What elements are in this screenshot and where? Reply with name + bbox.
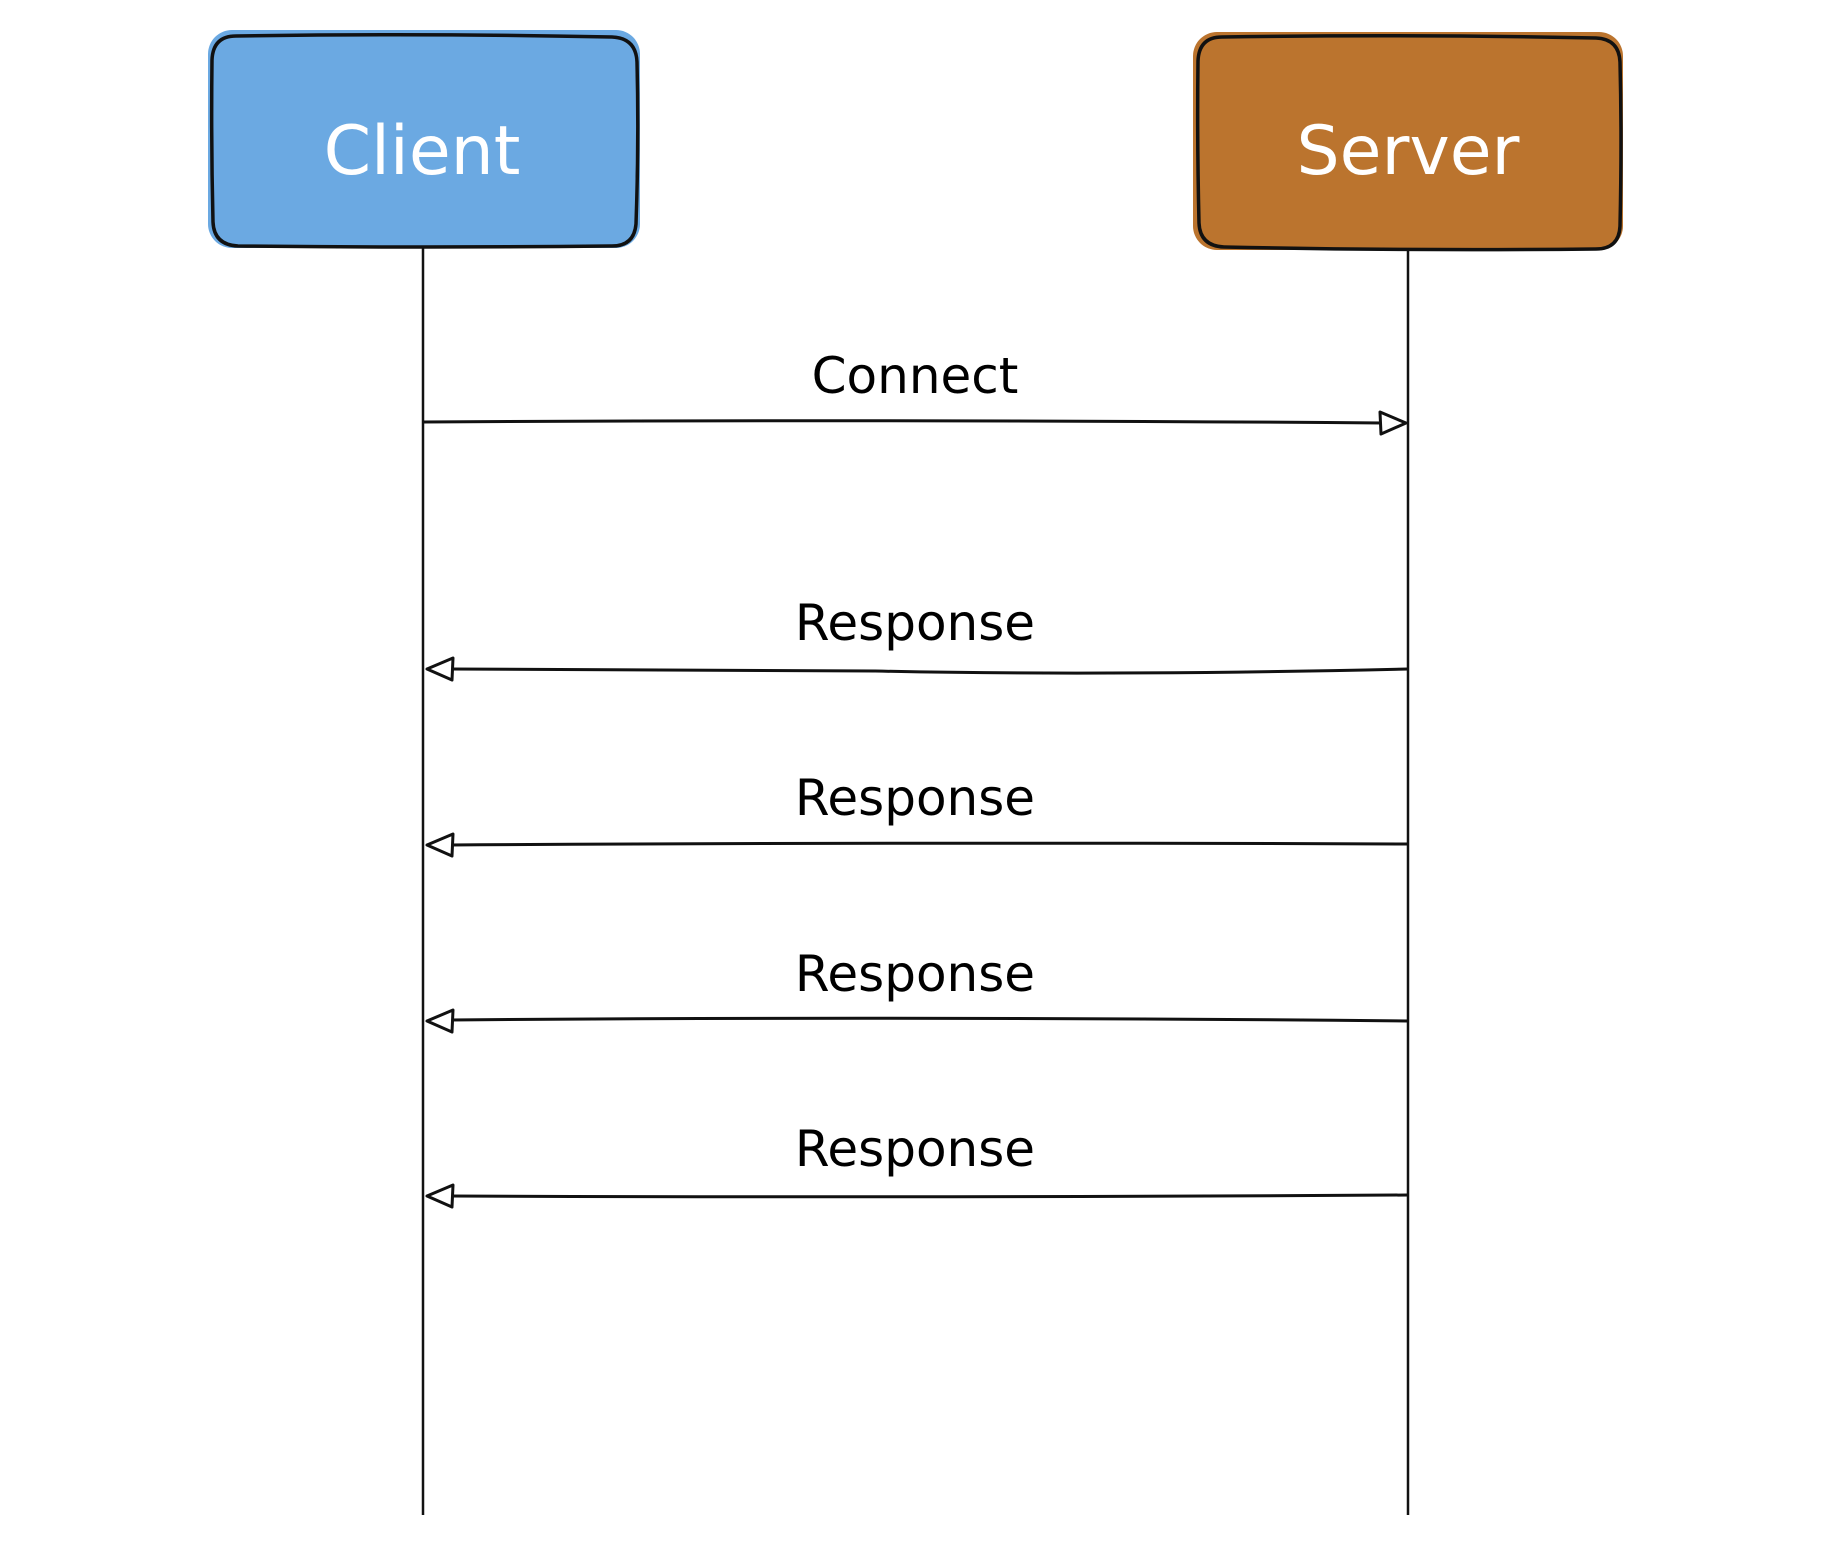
server-label: Server: [1297, 112, 1520, 191]
arrow-head-left-icon: [425, 832, 455, 858]
message-connect: Connect: [422, 347, 1408, 436]
message-response-1: Response: [425, 594, 1409, 682]
message-label: Response: [795, 594, 1035, 652]
message-label: Response: [795, 945, 1035, 1003]
message-arrow-line: [449, 1016, 1409, 1023]
message-arrow-line: [449, 667, 1409, 675]
server-box-border: [1195, 33, 1623, 252]
message-label: Connect: [812, 347, 1019, 405]
client-participant: Client: [208, 30, 640, 249]
client-label: Client: [324, 112, 521, 191]
arrow-head-right-icon: [1378, 410, 1408, 436]
message-response-2: Response: [425, 769, 1409, 858]
message-response-3: Response: [425, 945, 1409, 1034]
arrow-head-left-icon: [425, 656, 455, 682]
message-label: Response: [795, 769, 1035, 827]
client-box-fill: [208, 30, 640, 248]
client-box-border: [209, 32, 640, 249]
message-arrow-line: [449, 841, 1409, 847]
message-label: Response: [795, 1120, 1035, 1178]
arrow-head-left-icon: [425, 1183, 455, 1209]
message-arrow-line: [449, 1193, 1409, 1199]
arrow-head-left-icon: [425, 1008, 455, 1034]
message-response-4: Response: [425, 1120, 1409, 1209]
server-participant: Server: [1193, 32, 1623, 252]
server-box-fill: [1193, 32, 1623, 250]
message-arrow-line: [422, 419, 1384, 425]
